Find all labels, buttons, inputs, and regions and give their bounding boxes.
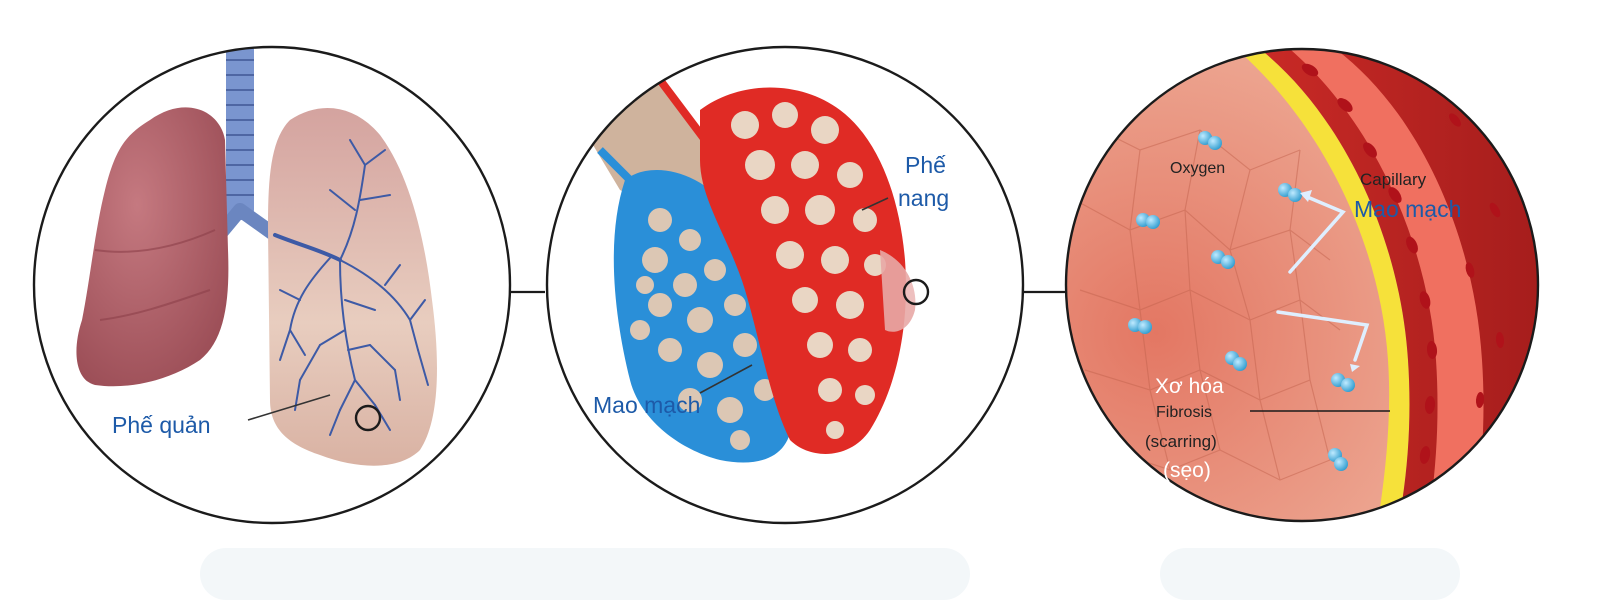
label-scar-vi: (sẹo) <box>1163 459 1211 482</box>
magnify-marker-middle <box>902 278 930 306</box>
reflection-left <box>200 548 970 600</box>
label-fibrosis-en: Fibrosis <box>1156 404 1212 421</box>
reflection-right <box>1160 548 1460 600</box>
lung-right <box>76 107 229 387</box>
bronchial-tree <box>273 139 429 436</box>
red-blood-cells <box>1301 63 1505 514</box>
label-bronchi: Phế quản <box>112 412 210 438</box>
label-capillary-vi: Mao mạch <box>1354 196 1461 222</box>
panel-lungs: Phế quản <box>32 45 512 525</box>
label-alveoli-line2: nang <box>898 185 949 211</box>
label-capillary-en: Capillary <box>1360 170 1427 189</box>
panel-alveoli: Phế nang Mao mạch <box>545 45 1025 525</box>
label-alveoli-line1: Phế <box>905 152 946 178</box>
label-scarring-en: (scarring) <box>1145 432 1217 451</box>
oxygen-molecules <box>1128 131 1355 471</box>
label-fibrosis-vi: Xơ hóa <box>1155 375 1224 398</box>
fibrosis-layer <box>1232 49 1410 521</box>
label-oxygen: Oxygen <box>1170 160 1225 177</box>
magnify-marker-left <box>354 404 382 432</box>
panel-fibrosis: Oxygen Capillary Mao mạch Xơ hóa Fibrosi… <box>1064 47 1540 523</box>
lung-left <box>268 108 437 466</box>
trachea <box>208 47 282 247</box>
label-capillary-middle: Mao mạch <box>593 392 700 418</box>
diffusion-arrows <box>1276 194 1370 362</box>
